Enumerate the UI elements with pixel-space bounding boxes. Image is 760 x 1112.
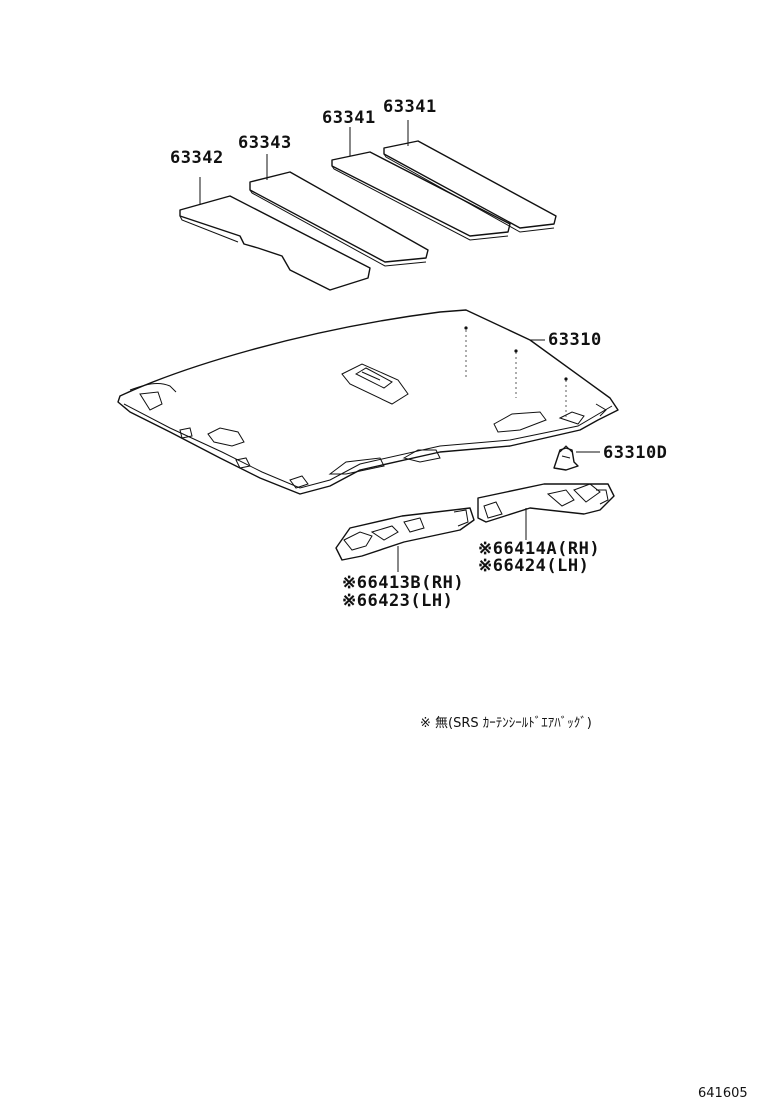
label-66424-lh: ※66424(LH): [478, 556, 589, 576]
roof-headlining-63310: [117, 309, 619, 495]
label-66413b-rh: ※66413B(RH): [342, 573, 464, 593]
label-63310d: 63310D: [603, 443, 667, 463]
label-66414a-rh: ※66414A(RH): [478, 539, 600, 559]
label-63341-rear: 63341: [383, 97, 437, 117]
label-63341-front: 63341: [322, 108, 376, 128]
label-63342: 63342: [170, 148, 224, 168]
leader-lines: [199, 120, 600, 572]
label-66423-lh: ※66423(LH): [342, 591, 453, 611]
silencer-pad-63343: [249, 171, 429, 267]
label-63343: 63343: [238, 133, 292, 153]
label-63310: 63310: [548, 330, 602, 350]
silencer-pad-63342: [179, 195, 371, 291]
clip-63310d: [553, 445, 579, 471]
silencer-pad-63341-rear: [383, 140, 557, 233]
bracket-66413b: [335, 507, 475, 561]
figure-id: 641605: [698, 1086, 748, 1101]
bracket-66414a: [477, 483, 615, 523]
footnote-srs-curtain-airbag: ※ 無(SRS ｶｰﾃﾝｼｰﾙﾄﾞｴｱﾊﾞｯｸﾞ): [420, 716, 592, 731]
silencer-pad-63341-front: [331, 151, 511, 241]
